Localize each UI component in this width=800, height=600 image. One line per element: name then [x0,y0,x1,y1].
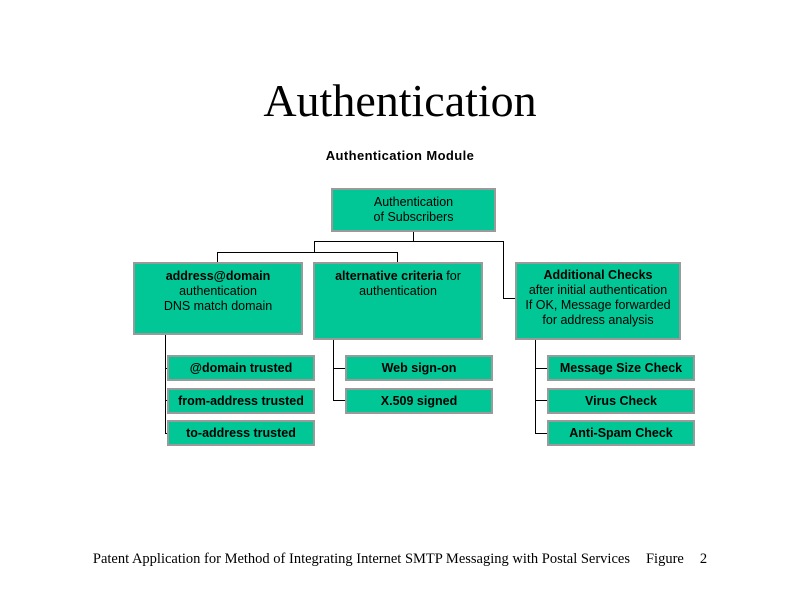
leaf-label: X.509 signed [380,393,458,408]
node-line: Additional Checks [543,268,653,282]
connector-bus-lower [217,252,398,253]
node-line: DNS match domain [163,299,273,313]
leaf-label: from-address trusted [178,393,304,408]
leaf-from-address-trusted[interactable]: from-address trusted [167,388,315,414]
connector-centre-trunk [333,340,334,401]
leaf-at-domain-trusted[interactable]: @domain trusted [167,355,315,381]
node-additional-checks[interactable]: Additional Checks after initial authenti… [515,262,681,340]
connector-left-trunk [165,335,166,433]
leaf-virus-check[interactable]: Virus Check [547,388,695,414]
leaf-label: Virus Check [584,393,658,408]
leaf-web-sign-on[interactable]: Web sign-on [345,355,493,381]
connector-centre-stub [333,400,345,401]
node-address-domain[interactable]: address@domain authentication DNS match … [133,262,303,335]
leaf-label: Message Size Check [559,360,683,375]
footer-figure-number: 2 [699,551,708,567]
connector-root-stem [413,232,414,242]
node-line: for address analysis [542,313,654,327]
page-title: Authentication [263,75,537,126]
node-authentication-of-subscribers[interactable]: Authentication of Subscribers [331,188,496,232]
node-line: address@domain [165,269,271,283]
connector-branch-right-stub [503,298,515,299]
leaf-label: @domain trusted [189,360,293,375]
leaf-anti-spam-check[interactable]: Anti-Spam Check [547,420,695,446]
node-line: of Subscribers [373,210,454,224]
node-line: alternative criteria for [315,269,481,284]
leaf-message-size-check[interactable]: Message Size Check [547,355,695,381]
node-alternative-criteria[interactable]: alternative criteria for authentication [313,262,483,340]
footer-figure-label: Figure [645,551,684,567]
connector-centre-stub [333,368,345,369]
connector-right-stub [535,368,547,369]
footer-text: Patent Application for Method of Integra… [92,551,630,567]
connector-upper-left-drop [314,241,315,253]
node-line: authentication [179,284,257,298]
node-line: after initial authentication [528,283,668,297]
node-line: Authentication [373,195,454,209]
leaf-label: to-address trusted [186,425,296,440]
node-line: authentication [359,284,437,298]
connector-right-stub [535,400,547,401]
connector-branch-right-drop [503,241,504,298]
connector-right-trunk [535,340,536,433]
connector-branch-centre-drop [397,252,398,263]
connector-branch-left-drop [217,252,218,263]
leaf-to-address-trusted[interactable]: to-address trusted [167,420,315,446]
connector-bus-upper [314,241,504,242]
node-line-rest: for [442,269,461,283]
node-line: If OK, Message forwarded [525,298,671,312]
footer: Patent Application for Method of Integra… [0,550,800,568]
node-line-emphasis: alternative criteria [335,269,443,283]
leaf-label: Web sign-on [381,360,457,375]
diagram-subtitle: Authentication Module [325,148,475,163]
leaf-label: Anti-Spam Check [569,425,673,440]
connector-right-stub [535,433,547,434]
leaf-x509-signed[interactable]: X.509 signed [345,388,493,414]
